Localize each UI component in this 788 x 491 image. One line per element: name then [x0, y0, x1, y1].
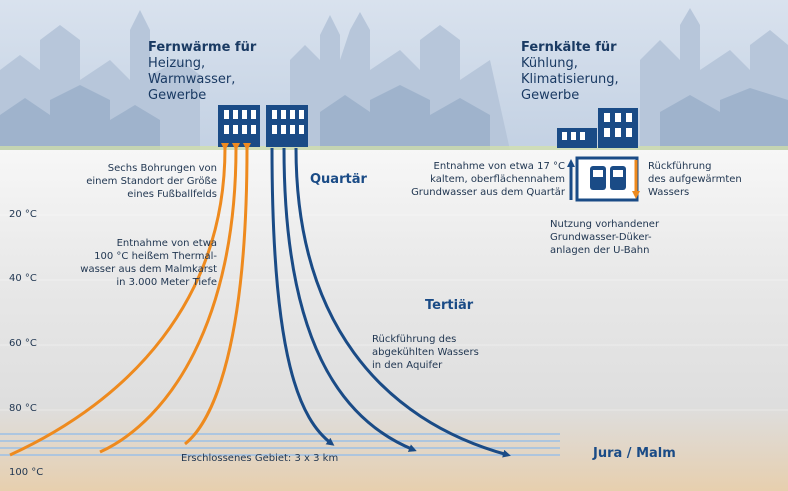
- temp-label: 60 °C: [9, 338, 37, 349]
- temp-label: 40 °C: [9, 273, 37, 284]
- hot-wells: [9, 142, 252, 457]
- heat-title: Fernwärme für: [148, 40, 257, 55]
- cool-title: Fernkälte für: [521, 40, 617, 55]
- cool-heading: Fernkälte für Kühlung, Klimatisierung, G…: [521, 40, 619, 104]
- cool-line: Kühlung,: [521, 56, 578, 71]
- note-gebiet: Erschlossenes Gebiet: 3 x 3 km: [181, 453, 339, 464]
- depth-bands: [0, 214, 788, 411]
- grass-strip: [0, 146, 788, 152]
- heat-line: Warmwasser,: [148, 72, 236, 87]
- ubahn-tunnel-icon: [575, 156, 639, 202]
- temp-label: 100 °C: [9, 467, 44, 478]
- heat-plant-building: [218, 105, 308, 147]
- layer-quartaer: Quartär: [310, 172, 367, 187]
- layer-jura-malm: Jura / Malm: [593, 446, 676, 461]
- city-foreground: [0, 85, 788, 150]
- cold-wells: [270, 147, 511, 458]
- heat-heading: Fernwärme für Heizung, Warmwasser, Gewer…: [148, 40, 256, 104]
- heat-line: Gewerbe: [148, 88, 207, 103]
- temp-label: 20 °C: [9, 209, 37, 220]
- heat-line: Heizung,: [148, 56, 206, 71]
- layer-tertiaer: Tertiär: [425, 298, 474, 313]
- cool-line: Klimatisierung,: [521, 72, 619, 87]
- cool-line: Gewerbe: [521, 88, 580, 103]
- cool-plant-building: [557, 108, 638, 148]
- temp-label: 80 °C: [9, 403, 37, 414]
